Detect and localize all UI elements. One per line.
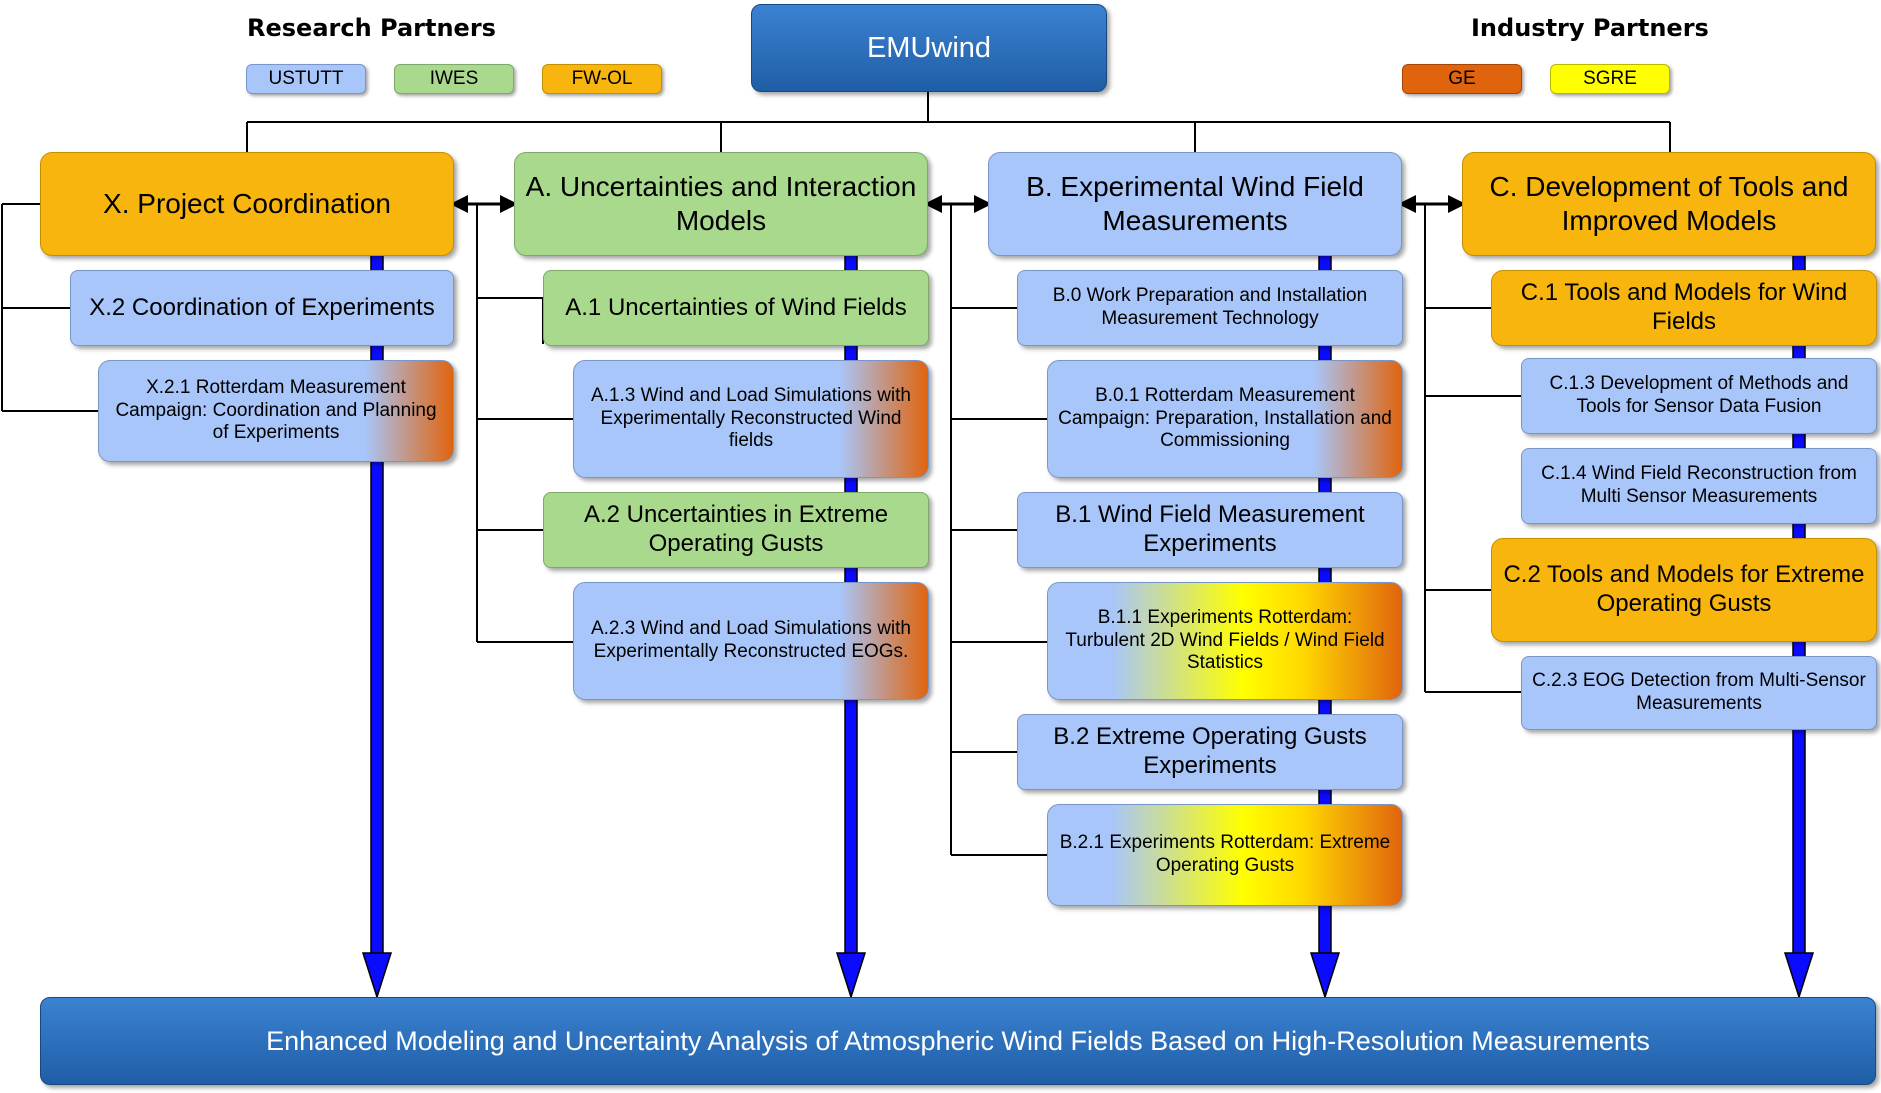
- subtask-a13: A.1.3 Wind and Load Simulations with Exp…: [573, 360, 929, 478]
- task-b0: B.0 Work Preparation and Installation Me…: [1017, 270, 1403, 346]
- subtask-c13: C.1.3 Development of Methods and Tools f…: [1521, 358, 1877, 434]
- task-c1: C.1 Tools and Models for Wind Fields: [1491, 270, 1877, 346]
- partner-tag-fw-ol: FW-OL: [542, 64, 662, 94]
- subtask-b21: B.2.1 Experiments Rotterdam: Extreme Ope…: [1047, 804, 1403, 906]
- subtask-b01: B.0.1 Rotterdam Measurement Campaign: Pr…: [1047, 360, 1403, 478]
- task-x2: X.2 Coordination of Experiments: [70, 270, 454, 346]
- task-b2: B.2 Extreme Operating Gusts Experiments: [1017, 714, 1403, 790]
- subtask-c23: C.2.3 EOG Detection from Multi-Sensor Me…: [1521, 656, 1877, 730]
- partner-tag-ge: GE: [1402, 64, 1522, 94]
- task-c2: C.2 Tools and Models for Extreme Operati…: [1491, 538, 1877, 642]
- research-partners-label: Research Partners: [247, 14, 496, 42]
- partner-tag-ustutt: USTUTT: [246, 64, 366, 94]
- outcome-banner: Enhanced Modeling and Uncertainty Analys…: [40, 997, 1876, 1085]
- partner-tag-sgre: SGRE: [1550, 64, 1670, 94]
- project-title-box: EMUwind: [751, 4, 1107, 92]
- subtask-x21: X.2.1 Rotterdam Measurement Campaign: Co…: [98, 360, 454, 462]
- wp-b-title: B. Experimental Wind Field Measurements: [988, 152, 1402, 256]
- subtask-c14: C.1.4 Wind Field Reconstruction from Mul…: [1521, 448, 1877, 524]
- task-a1: A.1 Uncertainties of Wind Fields: [543, 270, 929, 346]
- wp-a-title: A. Uncertainties and Interaction Models: [514, 152, 928, 256]
- subtask-a23: A.2.3 Wind and Load Simulations with Exp…: [573, 582, 929, 700]
- task-a2: A.2 Uncertainties in Extreme Operating G…: [543, 492, 929, 568]
- subtask-b11: B.1.1 Experiments Rotterdam: Turbulent 2…: [1047, 582, 1403, 700]
- industry-partners-label: Industry Partners: [1471, 14, 1709, 42]
- partner-tag-iwes: IWES: [394, 64, 514, 94]
- task-b1: B.1 Wind Field Measurement Experiments: [1017, 492, 1403, 568]
- wp-x-title: X. Project Coordination: [40, 152, 454, 256]
- wp-c-title: C. Development of Tools and Improved Mod…: [1462, 152, 1876, 256]
